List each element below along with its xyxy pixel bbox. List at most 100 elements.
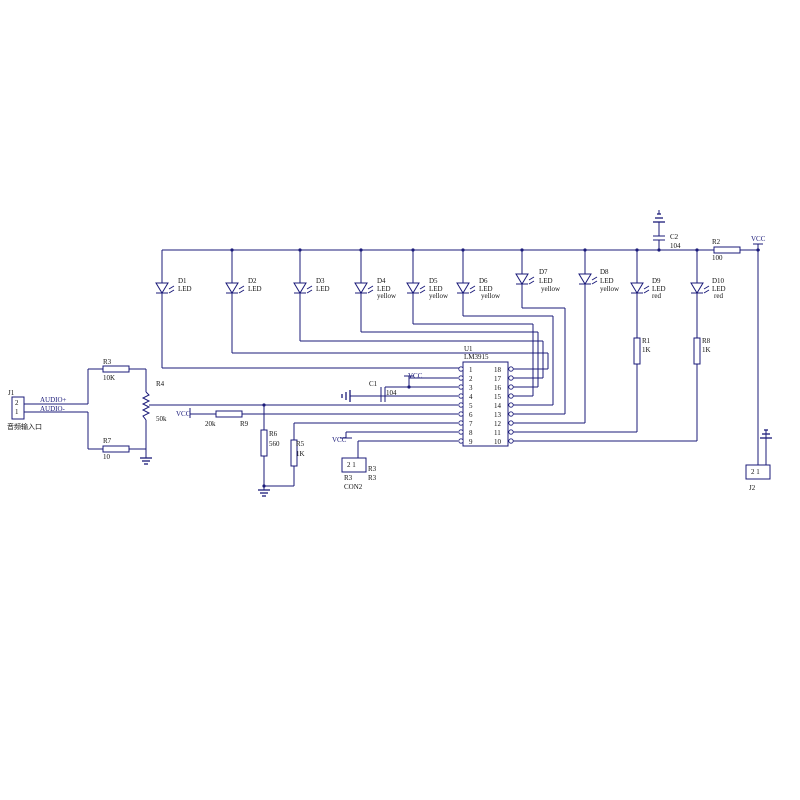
u1-pin-10: 10 — [494, 438, 502, 446]
ic-supply-wiring: VCC C1 104 — [341, 372, 458, 402]
connector-j1: J1 2 1 音频输入口 — [7, 389, 42, 431]
r6-value: 560 — [269, 440, 280, 448]
d5-color: yellow — [429, 292, 449, 300]
d4-type: LED — [377, 285, 391, 293]
vcc-label-pin3: VCC — [408, 372, 423, 380]
u1-pin-9: 9 — [469, 438, 473, 446]
d2-type: LED — [248, 285, 262, 293]
r1-ref: R1 — [642, 337, 651, 345]
u1-pin-6: 6 — [469, 411, 473, 419]
audio-minus-label: AUDIO- — [40, 405, 66, 413]
d8-type: LED — [600, 277, 614, 285]
d10-ref: D10 — [712, 277, 725, 285]
r7-ref: R7 — [103, 437, 112, 445]
led-d6: D6 LED yellow — [456, 277, 501, 300]
r9-branch: VCC 20k R9 — [176, 408, 458, 428]
u1-pin-13: 13 — [494, 411, 502, 419]
r8-ref: R8 — [702, 337, 711, 345]
audio-plus-label: AUDIO+ — [40, 396, 67, 404]
resistor-r1: R1 1K — [633, 337, 651, 365]
u1-pin-12: 12 — [494, 420, 502, 428]
j2-pins: 2 1 — [751, 468, 760, 476]
con2-pins: 2 1 — [347, 461, 356, 469]
j1-ref: J1 — [8, 389, 15, 397]
led-d9: D9 LED red — [630, 277, 666, 300]
u1-pin-15: 15 — [494, 393, 502, 401]
d7-ref: D7 — [539, 268, 548, 276]
led-d10: D10 LED red — [690, 277, 726, 300]
resistor-r3: R3 10K — [102, 358, 130, 382]
j2-ref: J2 — [749, 484, 756, 492]
con2-ref: R3 — [368, 465, 377, 473]
d7-type: LED — [539, 277, 553, 285]
r9-ref: R9 — [240, 420, 249, 428]
connector-j2: 2 1 J2 — [745, 429, 772, 492]
c1-ref: C1 — [369, 380, 378, 388]
led-d3: D3 LED — [293, 277, 330, 294]
r3-ref: R3 — [103, 358, 112, 366]
r1-value: 1K — [642, 346, 651, 354]
r4-ref: R4 — [156, 380, 165, 388]
led-d5: D5 LED yellow — [406, 277, 449, 300]
vcc-net-label: VCC — [751, 235, 766, 243]
ic-u1: U1 LM3915 1 2 3 4 5 6 7 8 9 18 17 16 — [458, 345, 514, 447]
r9-value: 20k — [205, 420, 216, 428]
u1-pin-3: 3 — [469, 384, 473, 392]
potentiometer-r4: R4 50k — [140, 380, 167, 465]
vcc-label-top: VCC — [751, 235, 766, 250]
d6-type: LED — [479, 285, 493, 293]
u1-ref: U1 — [464, 345, 473, 353]
r6-ref: R6 — [269, 430, 278, 438]
d7-color: yellow — [541, 285, 561, 293]
led-d1: D1 LED — [155, 277, 192, 294]
led-d2: D2 LED — [225, 277, 262, 294]
vcc-label-r9: VCC — [176, 410, 191, 418]
r4-value: 50k — [156, 415, 167, 423]
u1-pin-4: 4 — [469, 393, 473, 401]
u1-pin-1: 1 — [469, 366, 473, 374]
c1-value: 104 — [386, 389, 397, 397]
led-d8: D8 LED yellow — [578, 268, 620, 293]
con2-ref3: R3 — [368, 474, 377, 482]
d1-ref: D1 — [178, 277, 187, 285]
r2-ref: R2 — [712, 238, 721, 246]
resistor-r2: R2 100 — [712, 238, 741, 262]
u1-pin-16: 16 — [494, 384, 502, 392]
con2-type: CON2 — [344, 483, 363, 491]
d8-color: yellow — [600, 285, 620, 293]
r6-r5-divider: R6 560 R5 1K — [258, 405, 458, 497]
d5-ref: D5 — [429, 277, 438, 285]
u1-pin-8: 8 — [469, 429, 473, 437]
c2-ref: C2 — [670, 233, 679, 241]
vcc-label-con2: VCC — [332, 436, 347, 444]
resistor-r7: R7 10 — [102, 437, 130, 461]
d6-ref: D6 — [479, 277, 488, 285]
d10-type: LED — [712, 285, 726, 293]
resistor-r8: R8 1K — [693, 337, 711, 365]
j1-pin2: 2 — [15, 399, 19, 407]
u1-pin-17: 17 — [494, 375, 502, 383]
r8-value: 1K — [702, 346, 711, 354]
d10-color: red — [714, 292, 723, 300]
d3-type: LED — [316, 285, 330, 293]
c2-value: 104 — [670, 242, 681, 250]
u1-part: LM3915 — [464, 353, 489, 361]
u1-pin-7: 7 — [469, 420, 473, 428]
d4-ref: D4 — [377, 277, 386, 285]
u1-pin-2: 2 — [469, 375, 473, 383]
d3-ref: D3 — [316, 277, 325, 285]
led-d4: D4 LED yellow — [354, 277, 397, 300]
j1-pin1: 1 — [15, 408, 19, 416]
d4-color: yellow — [377, 292, 397, 300]
u1-pin-5: 5 — [469, 402, 473, 410]
d5-type: LED — [429, 285, 443, 293]
capacitor-c2: C2 104 — [653, 210, 681, 250]
d9-color: red — [652, 292, 661, 300]
r3-value: 10K — [103, 374, 115, 382]
d9-ref: D9 — [652, 277, 661, 285]
r2-value: 100 — [712, 254, 723, 262]
j1-caption: 音频输入口 — [7, 422, 42, 431]
led-d7: D7 LED yellow — [515, 268, 561, 293]
r5-ref: R5 — [296, 440, 305, 448]
